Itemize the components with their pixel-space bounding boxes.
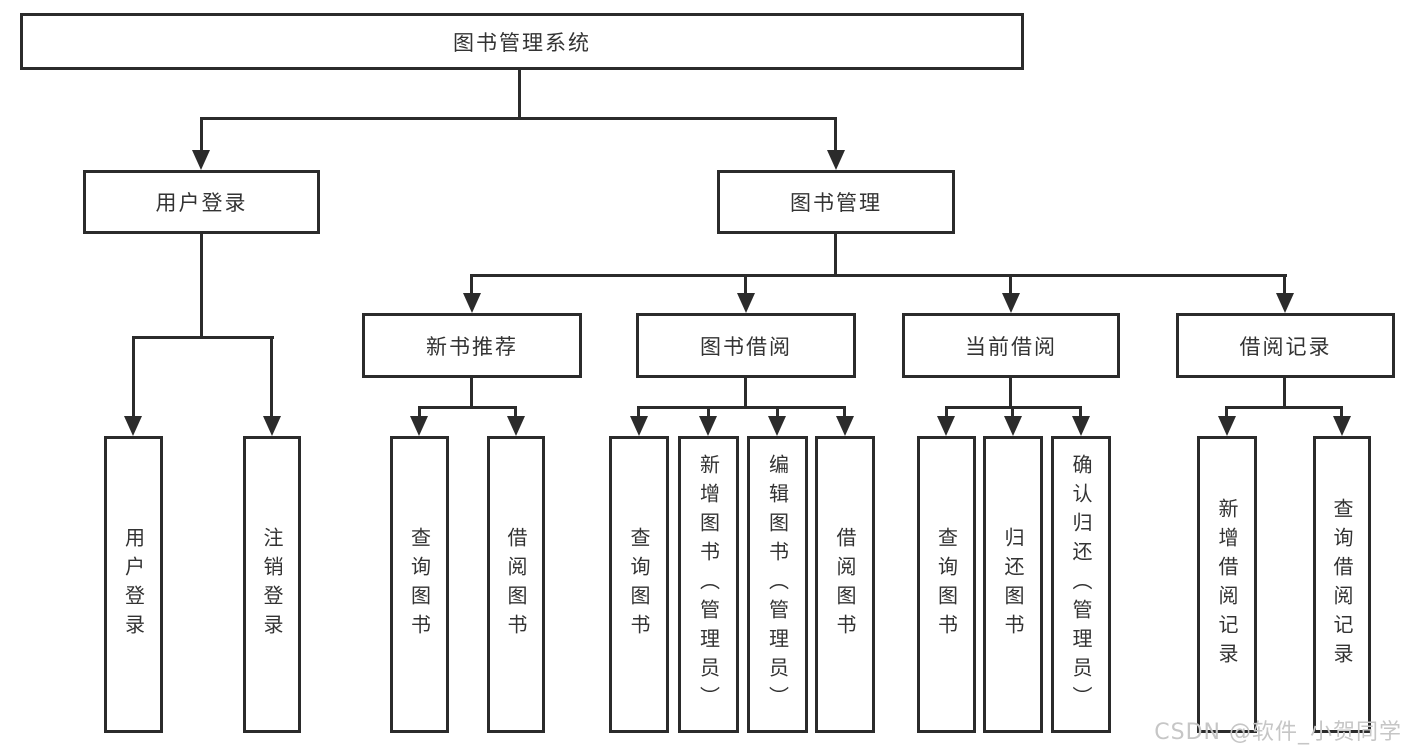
connector-vline	[707, 406, 710, 418]
connector-vline	[1283, 378, 1286, 408]
node-label: 借阅记录	[1239, 334, 1332, 359]
node-label: 用户登录	[155, 191, 248, 215]
connector-vline	[1283, 274, 1286, 295]
leaf-current-confirm-return-admin: 确认归还（管理员）	[1051, 436, 1111, 733]
arrow-down-icon	[827, 150, 845, 170]
node-new-book-recommend: 新书推荐	[362, 313, 582, 378]
arrow-down-icon	[410, 416, 428, 436]
leaf-label: 归还图书	[1001, 526, 1025, 643]
node-label: 当前借阅	[965, 334, 1057, 359]
node-label: 图书管理系统	[453, 30, 591, 55]
connector-vline	[834, 234, 837, 277]
connector-vline	[518, 69, 521, 119]
leaf-label: 注销登录	[260, 526, 284, 643]
leaf-label: 确认归还（管理员）	[1069, 454, 1093, 715]
arrow-down-icon	[1218, 416, 1236, 436]
arrow-down-icon	[937, 416, 955, 436]
leaf-label: 查询图书	[627, 526, 651, 643]
arrow-down-icon	[192, 150, 210, 170]
arrow-down-icon	[768, 416, 786, 436]
connector-vline	[132, 336, 135, 418]
arrow-down-icon	[1276, 293, 1294, 313]
node-borrowing-records: 借阅记录	[1176, 313, 1395, 378]
connector-vline	[1011, 406, 1014, 418]
arrow-down-icon	[1004, 416, 1022, 436]
connector-vline	[1009, 378, 1012, 408]
leaf-label: 查询图书	[934, 526, 959, 643]
connector-vline	[470, 378, 473, 408]
connector-hline	[1225, 406, 1343, 409]
node-current-borrowing: 当前借阅	[902, 313, 1120, 378]
leaf-recommend-borrow-books: 借阅图书	[487, 436, 545, 733]
connector-hline	[418, 406, 517, 409]
connector-hline	[200, 117, 837, 120]
connector-vline	[945, 406, 948, 418]
node-book-borrowing: 图书借阅	[636, 313, 856, 378]
leaf-label: 新增借阅记录	[1215, 497, 1239, 672]
leaf-label: 用户登录	[121, 526, 146, 643]
watermark: CSDN @软件_小贺同学	[1154, 720, 1402, 745]
leaf-records-add-record: 新增借阅记录	[1197, 436, 1257, 733]
node-label: 图书借阅	[700, 334, 792, 359]
node-label: 新书推荐	[426, 334, 518, 359]
arrow-down-icon	[737, 293, 755, 313]
connector-vline	[514, 406, 517, 418]
node-book-management: 图书管理	[717, 170, 955, 234]
leaf-label: 查询图书	[407, 526, 432, 643]
leaf-current-query-books: 查询图书	[917, 436, 976, 733]
arrow-down-icon	[630, 416, 648, 436]
connector-vline	[843, 406, 846, 418]
connector-vline	[744, 378, 747, 408]
connector-vline	[834, 117, 837, 152]
leaf-borrowing-borrow-books: 借阅图书	[815, 436, 875, 733]
connector-vline	[270, 336, 273, 418]
leaf-recommend-query-books: 查询图书	[390, 436, 449, 733]
connector-vline	[470, 274, 473, 295]
connector-vline	[776, 406, 779, 418]
leaf-current-return-books: 归还图书	[983, 436, 1043, 733]
node-library-management-system: 图书管理系统	[20, 13, 1024, 70]
arrow-down-icon	[1072, 416, 1090, 436]
connector-vline	[744, 274, 747, 295]
connector-vline	[1225, 406, 1228, 418]
node-label: 图书管理	[790, 191, 882, 215]
node-user-login: 用户登录	[83, 170, 320, 234]
connector-vline	[1079, 406, 1082, 418]
arrow-down-icon	[507, 416, 525, 436]
leaf-label: 新增图书（管理员）	[696, 454, 721, 715]
connector-hline	[132, 336, 274, 339]
connector-vline	[1009, 274, 1012, 295]
connector-vline	[200, 117, 203, 152]
leaf-label: 编辑图书（管理员）	[765, 454, 790, 715]
leaf-borrowing-add-books-admin: 新增图书（管理员）	[678, 436, 739, 733]
arrow-down-icon	[1333, 416, 1351, 436]
leaf-borrowing-query-books: 查询图书	[609, 436, 669, 733]
arrow-down-icon	[463, 293, 481, 313]
leaf-records-query-record: 查询借阅记录	[1313, 436, 1371, 733]
arrow-down-icon	[699, 416, 717, 436]
leaf-label: 查询借阅记录	[1330, 497, 1354, 672]
leaf-logout: 注销登录	[243, 436, 301, 733]
connector-vline	[1340, 406, 1343, 418]
arrow-down-icon	[1002, 293, 1020, 313]
connector-hline	[470, 274, 1287, 277]
arrow-down-icon	[836, 416, 854, 436]
connector-vline	[200, 234, 203, 339]
connector-vline	[418, 406, 421, 418]
leaf-user-login: 用户登录	[104, 436, 163, 733]
connector-vline	[637, 406, 640, 418]
leaf-label: 借阅图书	[504, 526, 528, 643]
connector-hline	[637, 406, 846, 409]
arrow-down-icon	[124, 416, 142, 436]
arrow-down-icon	[263, 416, 281, 436]
leaf-borrowing-edit-books-admin: 编辑图书（管理员）	[747, 436, 808, 733]
leaf-label: 借阅图书	[833, 526, 857, 643]
